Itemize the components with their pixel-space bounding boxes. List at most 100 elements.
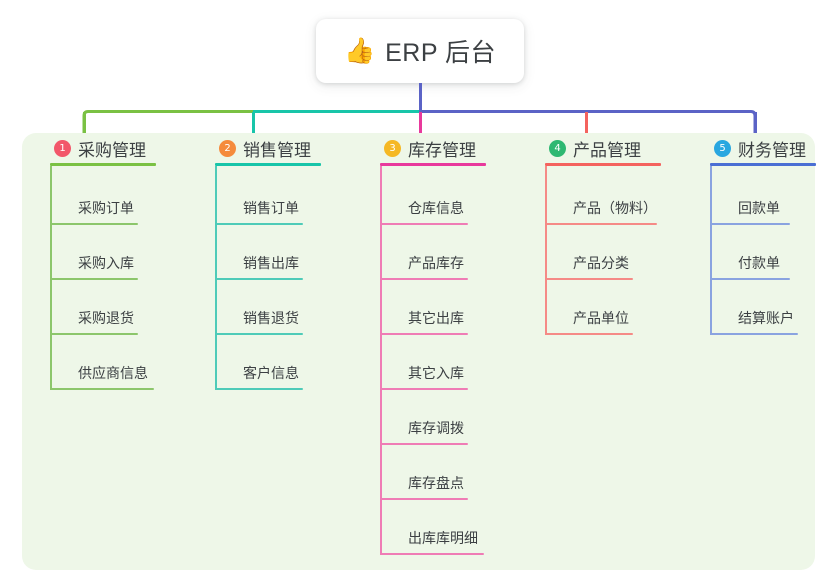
tree-item-rule [50, 278, 138, 280]
tree-item[interactable]: 产品库存 [380, 225, 516, 280]
tree-item-label: 库存盘点 [408, 475, 464, 491]
tree-item-rule [380, 553, 484, 555]
column-header-rule [545, 163, 661, 166]
diagram-panel: 1 采购管理采购订单采购入库采购退货供应商信息 2 销售管理销售订单销售出库销售退货客… [22, 133, 816, 570]
column-items: 采购订单采购入库采购退货供应商信息 [50, 166, 186, 390]
tree-item-rule [50, 223, 138, 225]
tree-item-label: 产品分类 [573, 255, 629, 271]
tree-item-rule [50, 333, 138, 335]
column-header-2[interactable]: 2 销售管理 [201, 133, 351, 163]
column-spine-line [545, 166, 547, 335]
column-header-rule [50, 163, 156, 166]
column-title: 采购管理 [78, 140, 146, 160]
column-items: 销售订单销售出库销售退货客户信息 [215, 166, 351, 390]
column-badge-icon: 3 [384, 139, 401, 157]
tree-item-label: 库存调拨 [408, 420, 464, 436]
column-title: 财务管理 [738, 140, 806, 160]
tree-item-rule [215, 333, 303, 335]
tree-item[interactable]: 出库库明细 [380, 500, 516, 555]
tree-item-rule [380, 278, 468, 280]
tree-item-label: 回款单 [738, 200, 780, 216]
column-2: 2 销售管理销售订单销售出库销售退货客户信息 [201, 133, 351, 390]
thumbs-up-icon: 👍 [343, 36, 376, 65]
tree-item-label: 其它入库 [408, 365, 464, 381]
tree-item-label: 出库库明细 [408, 530, 478, 546]
tree-item[interactable]: 付款单 [710, 225, 839, 280]
tree-item[interactable]: 产品单位 [545, 280, 691, 335]
column-header-rule [215, 163, 321, 166]
tree-item-rule [710, 333, 798, 335]
tree-item[interactable]: 供应商信息 [50, 335, 186, 390]
column-header-rule [380, 163, 486, 166]
tree-item-rule [545, 333, 633, 335]
tree-item[interactable]: 采购入库 [50, 225, 186, 280]
tree-item-rule [545, 223, 657, 225]
column-header-rule [710, 163, 816, 166]
tree-item[interactable]: 结算账户 [710, 280, 839, 335]
tree-item-rule [380, 223, 468, 225]
column-1: 1 采购管理采购订单采购入库采购退货供应商信息 [36, 133, 186, 390]
tree-item[interactable]: 采购订单 [50, 170, 186, 225]
column-header-5[interactable]: 5 财务管理 [696, 133, 839, 163]
tree-item-label: 销售出库 [243, 255, 299, 271]
tree-item-label: 产品库存 [408, 255, 464, 271]
tree-item[interactable]: 客户信息 [215, 335, 351, 390]
tree-item-rule [215, 223, 303, 225]
column-title: 产品管理 [573, 140, 641, 160]
tree-item-label: 客户信息 [243, 365, 299, 381]
column-items: 回款单付款单结算账户 [710, 166, 839, 335]
column-header-4[interactable]: 4 产品管理 [531, 133, 691, 163]
column-badge-icon: 5 [714, 139, 731, 157]
column-4: 4 产品管理产品（物料） 产品分类产品单位 [531, 133, 691, 335]
tree-item-rule [380, 443, 468, 445]
tree-item-label: 采购订单 [78, 200, 134, 216]
column-spine-line [710, 166, 712, 335]
tree-item[interactable]: 销售订单 [215, 170, 351, 225]
column-badge-icon: 4 [549, 139, 566, 157]
tree-item-label: 产品（物料） [573, 200, 657, 216]
column-title: 库存管理 [408, 140, 476, 160]
column-spine-line [380, 166, 382, 555]
tree-item-rule [380, 333, 468, 335]
tree-item[interactable]: 采购退货 [50, 280, 186, 335]
tree-item[interactable]: 产品分类 [545, 225, 691, 280]
column-items: 仓库信息产品库存其它出库其它入库库存调拨库存盘点出库库明细 [380, 166, 516, 555]
tree-item-label: 产品单位 [573, 310, 629, 326]
tree-item-label: 供应商信息 [78, 365, 148, 381]
tree-item[interactable]: 产品（物料） [545, 170, 691, 225]
tree-item-rule [380, 388, 468, 390]
tree-item-rule [545, 278, 633, 280]
tree-item-label: 销售订单 [243, 200, 299, 216]
tree-item[interactable]: 销售退货 [215, 280, 351, 335]
root-node-card[interactable]: 👍 ERP 后台 [316, 19, 524, 83]
tree-item-label: 仓库信息 [408, 200, 464, 216]
tree-item-label: 付款单 [738, 255, 780, 271]
tree-item[interactable]: 其它入库 [380, 335, 516, 390]
tree-item[interactable]: 其它出库 [380, 280, 516, 335]
column-header-1[interactable]: 1 采购管理 [36, 133, 186, 163]
tree-item[interactable]: 回款单 [710, 170, 839, 225]
column-5: 5 财务管理回款单付款单结算账户 [696, 133, 839, 335]
tree-item-rule [380, 498, 468, 500]
column-header-3[interactable]: 3 库存管理 [366, 133, 516, 163]
tree-item-rule [215, 388, 303, 390]
column-3: 3 库存管理仓库信息产品库存其它出库其它入库库存调拨库存盘点出库库明细 [366, 133, 516, 555]
tree-item-label: 采购退货 [78, 310, 134, 326]
column-title: 销售管理 [243, 140, 311, 160]
tree-item-label: 其它出库 [408, 310, 464, 326]
column-badge-icon: 1 [54, 139, 71, 157]
column-badge-icon: 2 [219, 139, 236, 157]
tree-item-rule [50, 388, 154, 390]
tree-item-label: 销售退货 [243, 310, 299, 326]
root-node-label: ERP 后台 [385, 39, 497, 67]
tree-item[interactable]: 库存盘点 [380, 445, 516, 500]
tree-item[interactable]: 仓库信息 [380, 170, 516, 225]
tree-item-label: 结算账户 [738, 310, 794, 326]
tree-item-rule [710, 223, 790, 225]
tree-item-rule [710, 278, 790, 280]
column-items: 产品（物料） 产品分类产品单位 [545, 166, 691, 335]
tree-item[interactable]: 库存调拨 [380, 390, 516, 445]
tree-item-rule [215, 278, 303, 280]
tree-item[interactable]: 销售出库 [215, 225, 351, 280]
tree-item-label: 采购入库 [78, 255, 134, 271]
